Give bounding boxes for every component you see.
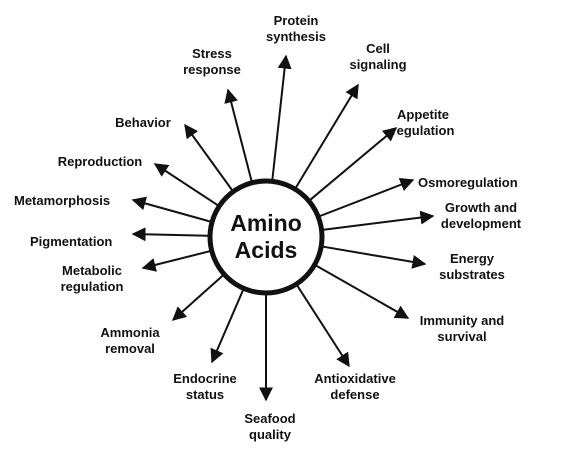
label-line: development	[441, 216, 522, 231]
label-line: Ammonia	[100, 325, 160, 340]
arrow-endocrine-status	[210, 289, 244, 364]
label-reproduction: Reproduction	[58, 154, 143, 169]
center-label-line1: Amino	[230, 210, 302, 236]
label-line: regulation	[61, 279, 124, 294]
label-line: defense	[330, 387, 379, 402]
label-line: Seafood	[244, 411, 295, 426]
arrow-ammonia-removal	[171, 274, 224, 321]
label-line: Osmoregulation	[418, 175, 518, 190]
arrow-appetite-regulation	[309, 127, 398, 201]
label-line: Energy	[450, 251, 495, 266]
arrow-immunity-and-survival	[315, 264, 410, 319]
label-line: response	[183, 62, 241, 77]
label-osmoregulation: Osmoregulation	[418, 175, 518, 190]
arrow-antioxidative-defense	[296, 285, 350, 368]
center-label-line2: Acids	[235, 237, 298, 263]
label-line: status	[186, 387, 224, 402]
arrow-reproduction	[153, 163, 219, 206]
label-line: removal	[105, 341, 155, 356]
label-line: signaling	[349, 57, 406, 72]
arrow-metamorphosis	[131, 196, 211, 223]
label-pigmentation: Pigmentation	[30, 234, 112, 249]
arrow-growth-and-development	[323, 210, 435, 231]
arrow-stress-response	[224, 88, 253, 182]
arrow-behavior	[184, 123, 233, 191]
arrow-cell-signaling	[295, 83, 359, 188]
label-line: Metamorphosis	[14, 193, 110, 208]
label-line: Endocrine	[173, 371, 237, 386]
label-line: substrates	[439, 267, 505, 282]
label-line: Growth and	[445, 200, 517, 215]
label-metamorphosis: Metamorphosis	[14, 193, 110, 208]
label-line: Antioxidative	[314, 371, 396, 386]
label-line: Reproduction	[58, 154, 143, 169]
label-line: regulation	[392, 123, 455, 138]
label-line: Appetite	[397, 107, 449, 122]
label-line: synthesis	[266, 29, 326, 44]
arrow-osmoregulation	[319, 178, 415, 217]
arrows-group	[131, 54, 435, 402]
label-line: Protein	[274, 13, 319, 28]
label-line: Pigmentation	[30, 234, 112, 249]
arrow-pigmentation	[131, 227, 209, 242]
center-circle	[207, 178, 325, 296]
label-behavior: Behavior	[115, 115, 171, 130]
label-line: Metabolic	[62, 263, 122, 278]
label-line: Behavior	[115, 115, 171, 130]
label-line: survival	[437, 329, 486, 344]
label-line: quality	[249, 427, 292, 442]
label-line: Stress	[192, 46, 232, 61]
arrow-metabolic-regulation	[141, 250, 211, 272]
arrow-energy-substrates	[323, 245, 427, 269]
arrow-protein-synthesis	[271, 54, 292, 180]
label-line: Immunity and	[420, 313, 505, 328]
label-line: Cell	[366, 41, 390, 56]
